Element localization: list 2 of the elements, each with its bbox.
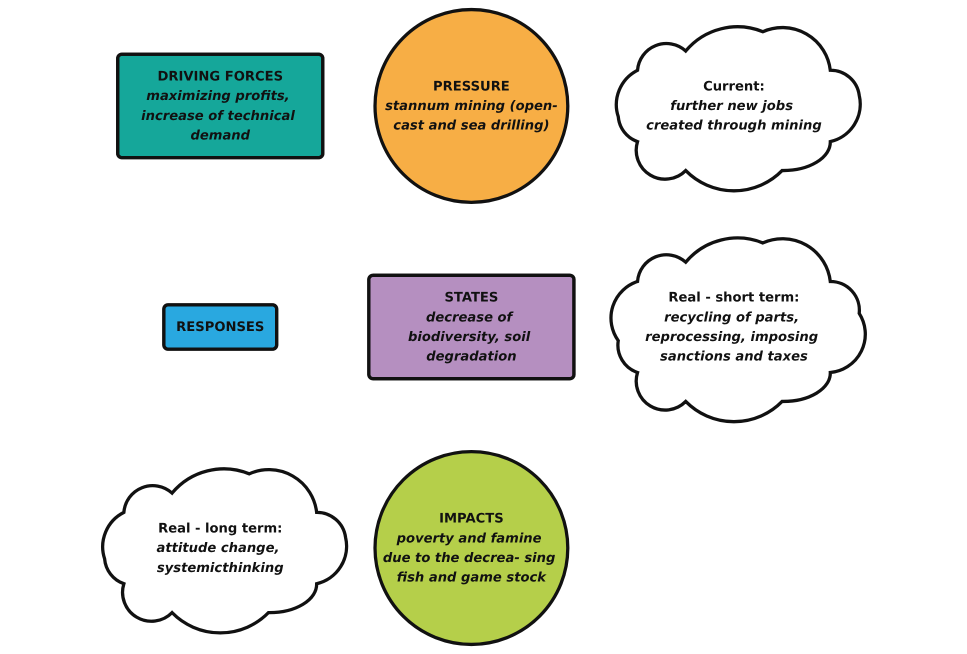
- node-circle: IMPACTS poverty and famine due to the decrea- sing fish and game stock: [372, 450, 569, 646]
- node-circle: PRESSURE stannum mining (open-cast and sea drilling): [372, 8, 569, 204]
